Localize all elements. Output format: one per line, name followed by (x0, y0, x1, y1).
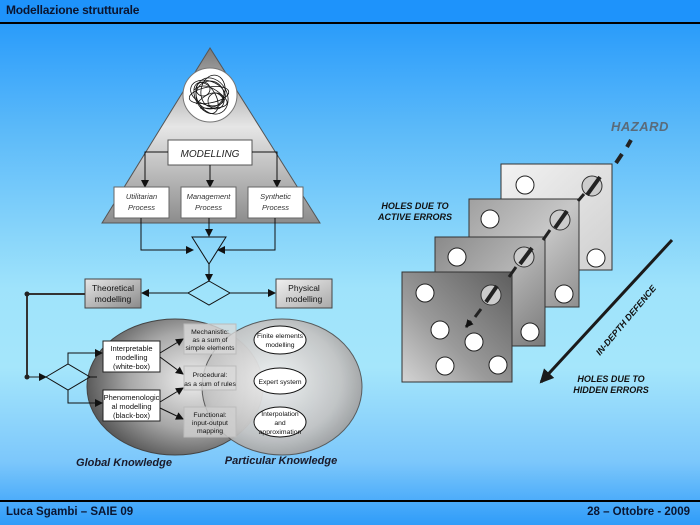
svg-text:Interpolation: Interpolation (261, 411, 299, 418)
technique-finite-elements: Finite elements modelling (253, 325, 307, 355)
footer-date: 28 – Ottobre - 2009 (587, 506, 690, 518)
feedback-connector (24, 291, 85, 381)
process-box-utilitarian: Utilitarian Process (113, 186, 170, 219)
svg-text:Phenomenologic: Phenomenologic (104, 393, 160, 402)
theoretical-modelling-box: Theoretical modelling (84, 278, 142, 309)
svg-text:Utilitarian: Utilitarian (126, 192, 157, 201)
svg-text:approximation: approximation (259, 429, 302, 436)
svg-text:and: and (274, 420, 286, 427)
merge-connectors (140, 218, 276, 306)
svg-text:as a sum of: as a sum of (192, 337, 227, 344)
svg-text:al modelling: al modelling (111, 402, 151, 411)
defence-layer-4 (401, 266, 518, 383)
decision-diamond (186, 280, 232, 306)
svg-text:as a sum of rules: as a sum of rules (184, 381, 236, 388)
in-depth-defence-label: IN-DEPTH DEFENCE (594, 283, 659, 358)
svg-text:modelling: modelling (115, 353, 147, 362)
svg-text:ACTIVE ERRORS: ACTIVE ERRORS (377, 212, 452, 222)
hidden-errors-label: HOLES DUE TO HIDDEN ERRORS (573, 374, 649, 395)
approach-box-functional: Functional: input-output mapping (183, 406, 237, 438)
svg-text:modelling: modelling (286, 294, 323, 304)
approach-box-mechanistic: Mechanistic: as a sum of simple elements (183, 323, 237, 355)
svg-text:Synthetic: Synthetic (260, 192, 291, 201)
svg-text:(black-box): (black-box) (113, 411, 151, 420)
pyramid-shape (101, 47, 321, 224)
modelling-label: MODELLING (181, 149, 240, 160)
title-bar: Modellazione strutturale (0, 0, 700, 22)
footer-author: Luca Sgambi – SAIE 09 (6, 506, 134, 518)
global-knowledge-label: Global Knowledge (76, 457, 172, 469)
approach-connectors (159, 338, 184, 420)
model-type-connectors (45, 349, 103, 407)
svg-text:Physical: Physical (288, 283, 320, 293)
svg-text:HIDDEN ERRORS: HIDDEN ERRORS (573, 385, 649, 395)
svg-text:HOLES DUE TO: HOLES DUE TO (381, 201, 448, 211)
svg-text:(white-box): (white-box) (113, 362, 151, 371)
hazard-label: HAZARD (611, 119, 669, 134)
svg-text:Process: Process (195, 203, 222, 212)
svg-text:Mechanistic:: Mechanistic: (191, 329, 229, 336)
footer-divider (0, 500, 700, 502)
svg-text:input-output: input-output (192, 420, 228, 427)
svg-text:Theoretical: Theoretical (92, 283, 134, 293)
process-box-management: Management Process (180, 186, 237, 219)
merge-triangle (191, 236, 227, 265)
technique-interpolation: Interpolation and approximation (253, 406, 307, 438)
svg-text:Management: Management (187, 192, 232, 201)
title-divider (0, 22, 700, 24)
svg-text:Procedural:: Procedural: (193, 372, 228, 379)
svg-text:Expert system: Expert system (258, 379, 301, 386)
particular-knowledge-label: Particular Knowledge (225, 455, 337, 467)
phenomenological-modelling-box: Phenomenologic al modelling (black-box) (102, 389, 161, 422)
svg-text:simple elements: simple elements (185, 345, 235, 352)
svg-text:Functional:: Functional: (193, 412, 226, 419)
model-type-diamond (45, 363, 91, 391)
technique-expert-system: Expert system (253, 367, 307, 395)
svg-text:Process: Process (128, 203, 155, 212)
modelling-pyramid: MODELLING Utilitarian Process Management… (101, 47, 321, 224)
svg-text:Process: Process (262, 203, 289, 212)
svg-text:HOLES DUE TO: HOLES DUE TO (577, 374, 644, 384)
physical-modelling-box: Physical modelling (275, 278, 333, 309)
svg-text:Finite elements: Finite elements (257, 333, 304, 340)
svg-text:modelling: modelling (95, 294, 132, 304)
process-box-synthetic: Synthetic Process (247, 186, 304, 219)
hazard-trajectory-top (614, 139, 633, 165)
slide-title: Modellazione strutturale (6, 3, 140, 17)
svg-text:Interpretable: Interpretable (110, 344, 152, 353)
svg-text:mapping: mapping (197, 428, 223, 435)
svg-text:modelling: modelling (265, 342, 294, 349)
approach-box-procedural: Procedural: as a sum of rules (183, 365, 237, 391)
interpretable-modelling-box: Interpretable modelling (white-box) (102, 340, 161, 373)
active-errors-label: HOLES DUE TO ACTIVE ERRORS (377, 201, 452, 222)
complexity-ball-icon (182, 67, 238, 123)
in-depth-defence-arrow (539, 238, 674, 384)
